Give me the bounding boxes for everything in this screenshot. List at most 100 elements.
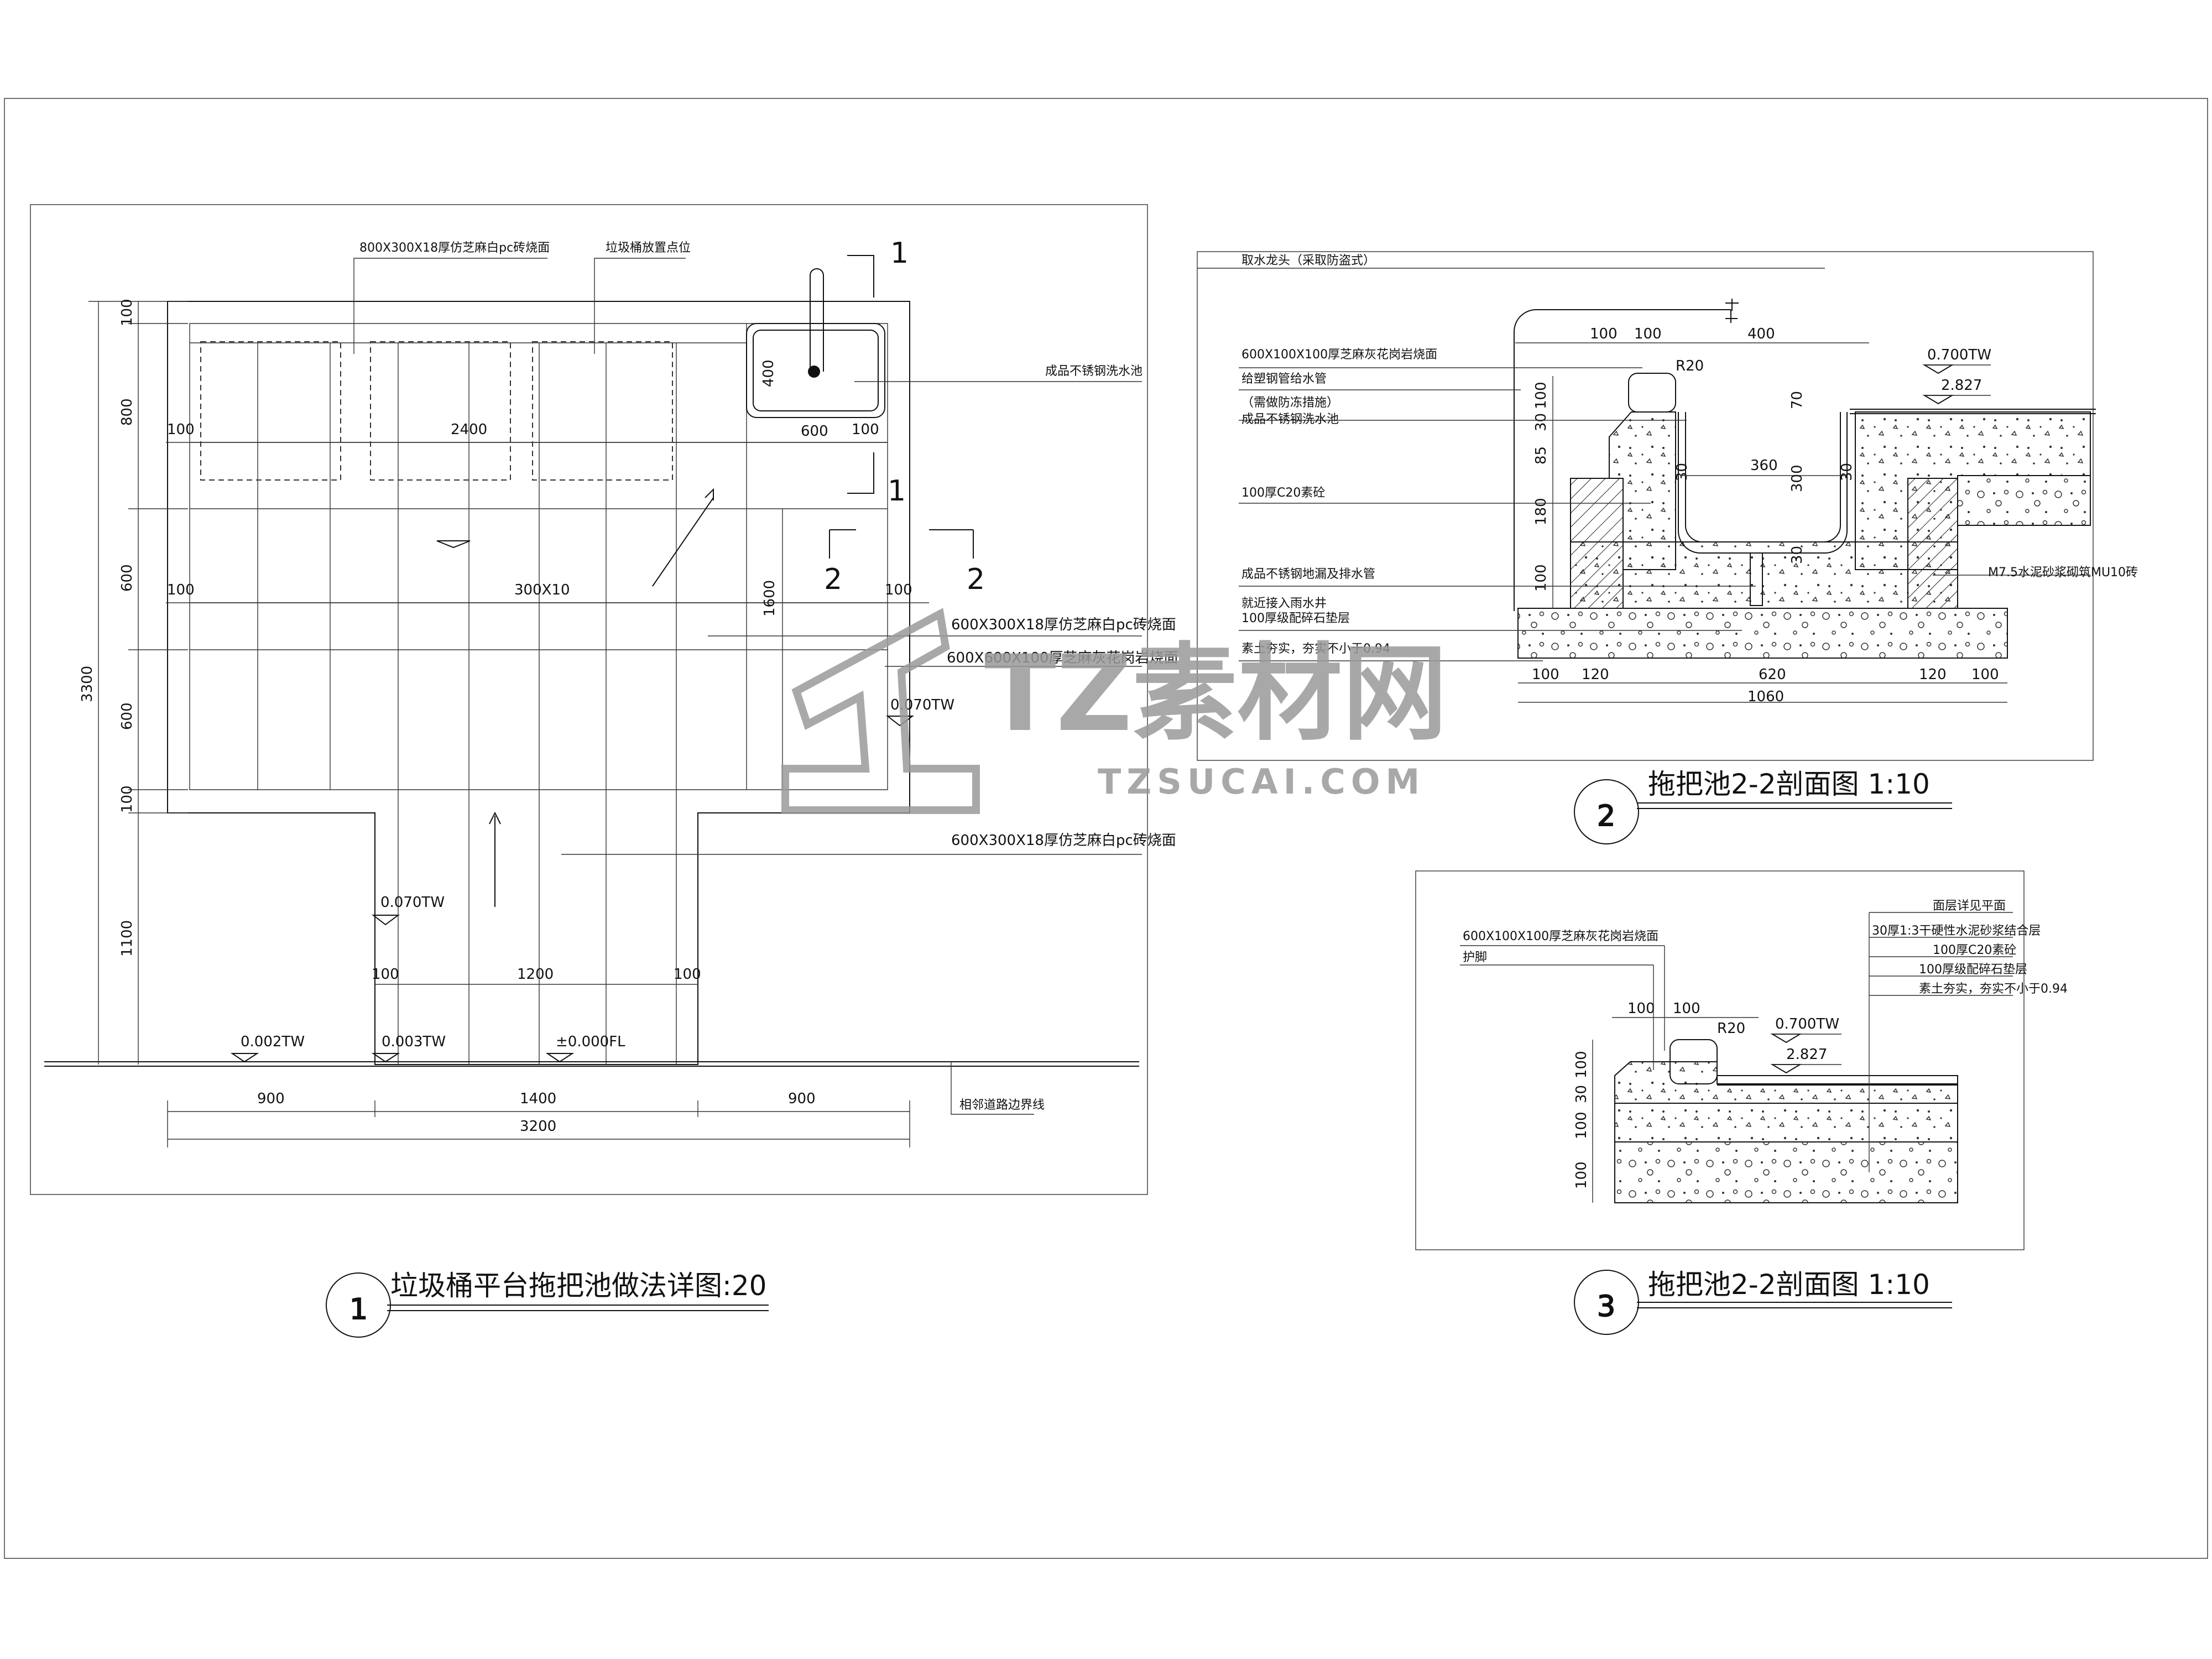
dim-text: 100 bbox=[1532, 666, 1559, 683]
section-mark-2-left bbox=[829, 529, 856, 559]
callout-text: 600X300X18厚仿芝麻白pc砖烧面 bbox=[951, 832, 1176, 849]
dim-text: 1400 bbox=[520, 1091, 556, 1107]
dim-text: 600 bbox=[801, 423, 828, 440]
callout-text: 600X300X18厚仿芝麻白pc砖烧面 bbox=[951, 617, 1176, 633]
dim-text: 180 bbox=[1533, 498, 1550, 525]
callout-text: 800X300X18厚仿芝麻白pc砖烧面 bbox=[359, 241, 550, 255]
section-mark-label: 2 bbox=[824, 563, 842, 596]
detail-number: 3 bbox=[1597, 1290, 1615, 1323]
dim-text: 120 bbox=[1582, 666, 1609, 683]
dim-text: 100 bbox=[119, 785, 135, 813]
flow-arrow bbox=[489, 811, 501, 907]
section-3-view: 100 100 R20 0.700TW 2.827 100 30 100 100… bbox=[1415, 870, 2068, 1335]
drain-pipe bbox=[1750, 552, 1763, 606]
paving-surface bbox=[1717, 1075, 1958, 1084]
watermark-text: TZ素材网 bbox=[984, 633, 1447, 755]
section-mark-1-top bbox=[847, 255, 874, 298]
dim-text: 620 bbox=[1759, 666, 1786, 683]
dim-text: 2400 bbox=[451, 421, 487, 438]
level-text: 2.827 bbox=[1941, 377, 1982, 394]
detail-number: 2 bbox=[1597, 800, 1615, 833]
dim-text: 1600 bbox=[761, 580, 778, 617]
dim-text: R20 bbox=[1717, 1020, 1745, 1037]
callout-text: 垃圾桶放置点位 bbox=[606, 241, 691, 255]
gravel-layer bbox=[1614, 1141, 1958, 1203]
plan-view: 1 1 2 2 100 800 600 600 100 1100 3300 10… bbox=[30, 204, 1178, 1338]
dim-text: 100 bbox=[885, 582, 912, 598]
callout-text: 成品不锈钢地漏及排水管 bbox=[1241, 567, 1375, 581]
dim-text: 600 bbox=[119, 702, 135, 730]
dim-text: 100 bbox=[852, 421, 879, 438]
callout-text: 素土夯实，夯实不小于0.94 bbox=[1241, 642, 1390, 656]
granite-coping bbox=[1670, 1039, 1718, 1084]
dim-text: 100 bbox=[1971, 666, 1999, 683]
trash-bin-spot-1 bbox=[200, 341, 341, 481]
dim-text: 300X10 bbox=[514, 582, 570, 598]
section-mark-label: 2 bbox=[967, 563, 985, 596]
dim-text: 1060 bbox=[1747, 688, 1784, 705]
dim-text: 800 bbox=[119, 398, 135, 426]
plan-title: 垃圾桶平台拖把池做法详图:20 bbox=[390, 1270, 766, 1302]
dim-text: 100 bbox=[1673, 1000, 1700, 1017]
callout-text: 30厚1:3干硬性水泥砂浆结合层 bbox=[1872, 924, 2041, 938]
gravel-layer bbox=[1517, 608, 2008, 659]
dim-text: 600 bbox=[119, 564, 135, 592]
watermark-subtext: TZSUCAI.COM bbox=[1098, 761, 1425, 802]
dim-text: 100 bbox=[1634, 326, 1662, 342]
dim-text: 100 bbox=[1573, 1051, 1590, 1078]
section-3-title: 拖把池2-2剖面图 1:10 bbox=[1648, 1269, 1930, 1301]
dim-text: 100 bbox=[1627, 1000, 1655, 1017]
dim-text: R20 bbox=[1676, 358, 1704, 374]
section-mark-2-right bbox=[929, 529, 974, 559]
level-text: 0.003TW bbox=[382, 1034, 446, 1050]
leader-line bbox=[353, 258, 547, 354]
trash-bin-spot-2 bbox=[370, 341, 511, 481]
watermark: TZ素材网 TZSUCAI.COM bbox=[781, 608, 1447, 814]
callout-text: 面层详见平面 bbox=[1933, 899, 2006, 913]
leader-line bbox=[594, 258, 686, 354]
callout-text: 护脚 bbox=[1463, 951, 1487, 964]
plan-frame bbox=[30, 204, 1148, 1195]
section-2-view: 取水龙头（采取防盗式） 100 100 400 R20 0.700TW 2.82… bbox=[1197, 251, 2138, 844]
concrete-layer bbox=[1614, 1103, 1958, 1142]
level-text: 0.002TW bbox=[241, 1034, 305, 1050]
dim-text: 1100 bbox=[119, 920, 135, 957]
level-text: 0.700TW bbox=[1927, 347, 1991, 363]
section-3-leaders bbox=[1460, 912, 2013, 1172]
dim-text: 400 bbox=[760, 359, 777, 387]
callout-text: 就近接入雨水井 bbox=[1241, 597, 1327, 611]
level-text: 2.827 bbox=[1786, 1046, 1827, 1063]
callout-text: （需做防冻措施） bbox=[1241, 396, 1339, 410]
mop-sink bbox=[746, 323, 885, 418]
slope-arrow bbox=[652, 488, 714, 587]
dim-text: 900 bbox=[788, 1091, 816, 1107]
callout-text: 100厚C20素砼 bbox=[1933, 943, 2016, 957]
level-symbol bbox=[436, 540, 471, 549]
leader-line bbox=[951, 1062, 1034, 1115]
ground-gravel bbox=[1957, 475, 2091, 526]
callout-text: 给塑钢管给水管 bbox=[1241, 372, 1327, 386]
dim-text: 100 bbox=[167, 582, 195, 598]
callout-text: 取水龙头（采取防盗式） bbox=[1241, 254, 1375, 268]
level-text: 0.700TW bbox=[1775, 1016, 1839, 1032]
sink-basin bbox=[1678, 412, 1848, 554]
detail-number-circle bbox=[1574, 779, 1639, 844]
watermark-logo bbox=[781, 608, 980, 814]
platform-outline bbox=[167, 301, 910, 1065]
callout-text: 素土夯实，夯实不小于0.94 bbox=[1919, 982, 2068, 996]
brick-wall-left bbox=[1570, 478, 1624, 609]
level-text: 0.070TW bbox=[380, 894, 445, 911]
sheet-border bbox=[4, 98, 2208, 1559]
dim-text: 30 bbox=[1674, 463, 1691, 481]
dim-text: 100 bbox=[1533, 382, 1550, 409]
dim-text: 100 bbox=[119, 299, 135, 326]
dim-text: 30 bbox=[1789, 546, 1806, 564]
dim-text: 100 bbox=[1533, 564, 1550, 592]
vertical-dimension-lines bbox=[88, 301, 188, 1065]
detail-number: 1 bbox=[349, 1293, 368, 1326]
dim-text: 400 bbox=[1747, 326, 1775, 342]
dim-text: 300 bbox=[1789, 465, 1806, 492]
bottom-dimension-lines bbox=[167, 1100, 910, 1147]
callout-text: 600X100X100厚芝麻灰花岗岩烧面 bbox=[1241, 348, 1437, 362]
